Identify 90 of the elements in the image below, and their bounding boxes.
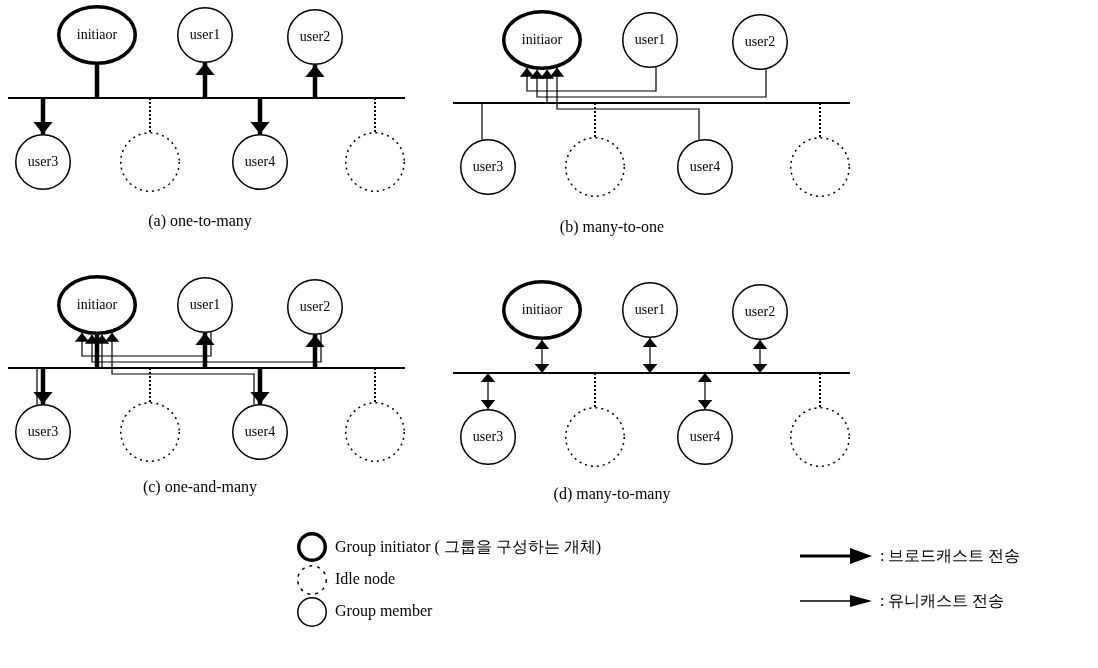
idle-node-circle (565, 137, 625, 197)
node-label: user2 (299, 29, 331, 45)
dotted-line (149, 367, 151, 403)
arrow (104, 332, 255, 406)
initiator-ellipse (502, 280, 582, 340)
arrow (33, 98, 53, 134)
node-label: user2 (744, 304, 776, 320)
member-circle (460, 409, 516, 465)
bus-line (8, 367, 405, 369)
node-label: initiaor (76, 27, 118, 43)
arrow (534, 339, 550, 374)
member-circle (287, 279, 343, 335)
idle-node-circle (790, 137, 850, 197)
legend-label: Idle node (335, 570, 395, 588)
node-label: initiaor (76, 297, 118, 313)
bus-line (8, 97, 405, 99)
arrow (250, 98, 270, 134)
member-circle (15, 404, 71, 460)
arrow (305, 335, 325, 368)
member-circle (732, 284, 788, 340)
member-circle (460, 139, 516, 195)
panel-caption: (b) many-to-one (559, 218, 665, 236)
initiator-ellipse (502, 10, 582, 70)
arrow (195, 63, 215, 98)
dotted-line (594, 102, 596, 138)
bus-line (453, 372, 850, 374)
idle-node-circle (120, 132, 180, 192)
arrow (74, 331, 212, 357)
arrow (84, 333, 322, 363)
connector-line (94, 65, 100, 98)
idle-node-circle (345, 132, 405, 192)
arrow (549, 67, 700, 141)
idle-node-circle (565, 407, 625, 467)
node-label: user1 (189, 27, 221, 43)
member-circle (287, 9, 343, 65)
bus-line (453, 102, 850, 104)
legend-label: Group initiator ( 그룹을 구성하는 개체) (335, 537, 602, 558)
member-circle (232, 404, 288, 460)
node-label: user3 (472, 429, 504, 445)
arrow (195, 333, 215, 368)
member-circle (232, 134, 288, 190)
panel-caption: (a) one-to-many (148, 212, 252, 230)
node-label: initiaor (521, 302, 563, 318)
node-label: user3 (472, 159, 504, 175)
panel-caption: (c) one-and-many (142, 478, 258, 496)
arrow (752, 339, 768, 374)
member-circle (177, 7, 233, 63)
node-label: user3 (27, 154, 59, 170)
dotted-line (819, 372, 821, 408)
member-circle (622, 12, 678, 68)
arrow (250, 368, 270, 404)
legend-label: : 유니캐스트 전송 (880, 591, 1005, 611)
member-circle (15, 134, 71, 190)
legend-label: Group member (335, 602, 433, 620)
arrow (529, 68, 767, 98)
member-circle (177, 277, 233, 333)
node-label: user1 (189, 297, 221, 313)
node-label: user4 (689, 159, 721, 175)
dotted-line (149, 97, 151, 133)
initiator-ellipse (57, 275, 137, 335)
idle-node-circle (790, 407, 850, 467)
arrow (480, 372, 496, 410)
member-circle (677, 139, 733, 195)
idle-node-circle (120, 402, 180, 462)
node-label: user1 (634, 32, 666, 48)
arrow (519, 66, 657, 92)
initiator-ellipse (57, 5, 137, 65)
arrow (33, 368, 53, 404)
dotted-line (819, 102, 821, 138)
node-label: user2 (744, 34, 776, 50)
node-label: user4 (244, 154, 276, 170)
member-circle (732, 14, 788, 70)
node-label: user4 (244, 424, 276, 440)
connector-line (94, 335, 100, 368)
member-circle (622, 282, 678, 338)
idle-node-circle (345, 402, 405, 462)
node-label: user1 (634, 302, 666, 318)
node-label: user4 (689, 429, 721, 445)
arrow (305, 65, 325, 98)
dotted-line (374, 97, 376, 133)
arrow (642, 337, 658, 374)
panel-caption: (d) many-to-many (553, 485, 671, 503)
arrow (697, 372, 713, 410)
dotted-line (594, 372, 596, 408)
node-label: user3 (27, 424, 59, 440)
member-circle (677, 409, 733, 465)
node-label: initiaor (521, 32, 563, 48)
dotted-line (374, 367, 376, 403)
legend-label: : 브로드캐스트 전송 (880, 546, 1021, 566)
node-label: user2 (299, 299, 331, 315)
